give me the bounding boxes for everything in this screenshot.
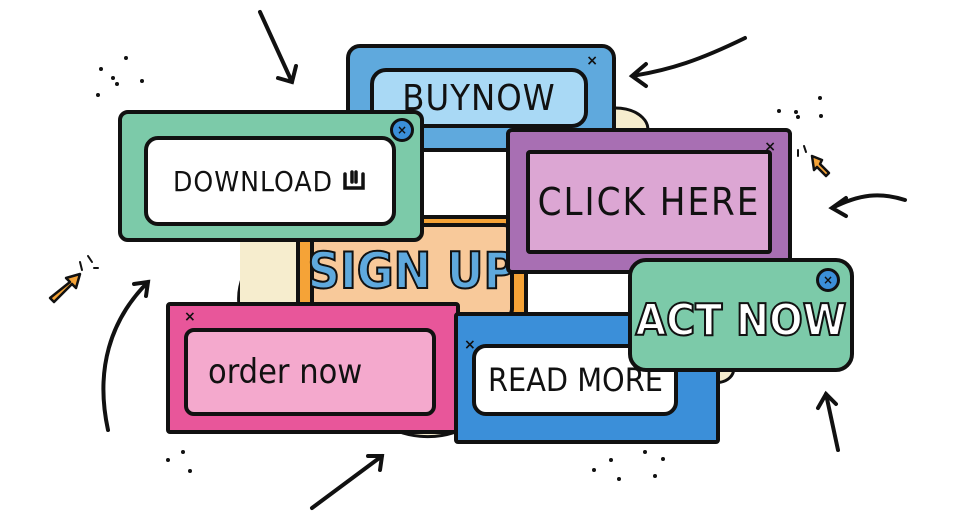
arrow-icon (628, 36, 747, 88)
download-tray-icon (343, 170, 365, 190)
close-icon[interactable]: × (390, 118, 414, 142)
download-label: DOWNLOAD (173, 164, 333, 198)
act-now-label[interactable]: ACT NOW (635, 294, 848, 347)
close-icon[interactable]: × (586, 53, 598, 69)
popup-read-more[interactable]: × READ MORE (454, 312, 720, 444)
popup-order-now[interactable]: × order now (166, 302, 460, 434)
cursor-pointer-icon (797, 145, 831, 178)
cursor-arrow-icon (48, 255, 99, 304)
click-here-label: CLICK HERE (537, 180, 761, 224)
close-icon[interactable]: × (184, 309, 196, 325)
close-icon[interactable]: × (816, 268, 840, 292)
arrow-icon (310, 454, 385, 510)
close-icon[interactable]: × (464, 337, 476, 353)
click-here-button[interactable]: CLICK HERE (526, 150, 772, 254)
sparkle-dots (96, 56, 823, 481)
popup-download[interactable]: × DOWNLOAD (118, 110, 424, 242)
arrow-icon (816, 390, 840, 452)
popup-act-now[interactable]: × ACT NOW (628, 258, 854, 372)
download-button[interactable]: DOWNLOAD (144, 136, 396, 226)
close-icon[interactable]: × (764, 139, 776, 155)
arrow-icons (101, 10, 907, 510)
arrow-icon (258, 10, 298, 85)
read-more-button[interactable]: READ MORE (472, 344, 678, 416)
sign-up-label: SIGN UP (307, 241, 518, 301)
arrow-icon (828, 193, 907, 218)
order-now-button[interactable]: order now (184, 328, 436, 416)
popup-click-here[interactable]: × CLICK HERE (506, 128, 792, 274)
arrow-icon (101, 279, 151, 432)
buy-now-label: BUYNOW (402, 77, 556, 119)
order-now-label: order now (208, 352, 363, 392)
